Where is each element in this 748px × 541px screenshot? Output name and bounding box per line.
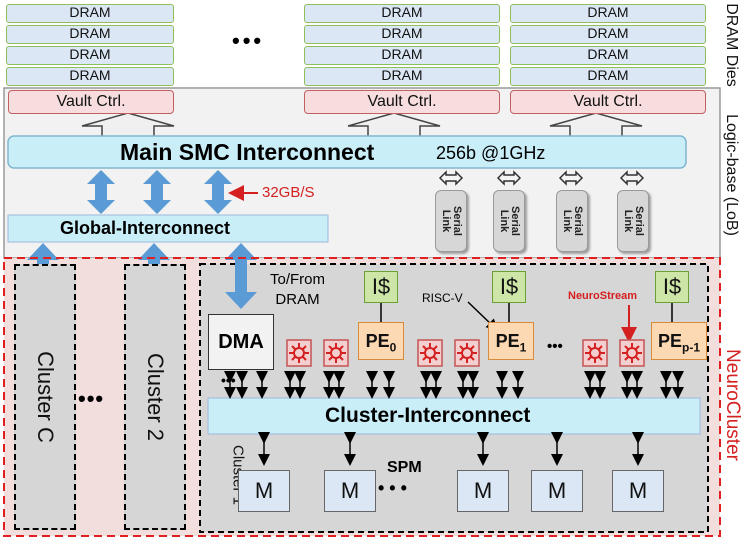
processing-element-p-1: PEp-1 [651, 322, 707, 360]
global-interconnect-label: Global-Interconnect [60, 218, 231, 238]
dram-die: DRAM [510, 46, 706, 65]
vault-controller: Vault Ctrl. [8, 90, 174, 114]
main-smc-interconnect [7, 135, 687, 169]
global-interconnect-bar [7, 214, 329, 243]
dram-die: DRAM [6, 4, 174, 23]
dram-dies-label-box: DRAM Dies [716, 0, 746, 90]
memory-bank: M [324, 470, 376, 512]
gear-icon [323, 339, 349, 367]
dram-die: DRAM [304, 4, 500, 23]
serial-link-label: Serial Link [622, 206, 645, 236]
memory-bank: M [238, 470, 290, 512]
dram-ellipsis: ••• [232, 28, 265, 53]
risc-v-label: RISC-V [422, 291, 463, 305]
cluster-2: Cluster 2 [124, 264, 186, 530]
vault-controller: Vault Ctrl. [510, 90, 706, 114]
processing-element-0: PE0 [358, 322, 404, 360]
icache-pe-links [380, 303, 673, 322]
gear-icon [582, 339, 608, 367]
instruction-cache: I$ [492, 271, 526, 303]
serial-link-label: Serial Link [498, 206, 521, 236]
gear-icon [619, 339, 645, 367]
instruction-cache: I$ [655, 271, 689, 303]
dram-die: DRAM [6, 67, 174, 86]
dma-ellipsis: ••• [221, 372, 236, 388]
dram-dies-label: DRAM Dies [723, 3, 740, 87]
dram-stack-right: DRAM DRAM DRAM DRAM [510, 4, 706, 86]
smc-global-arrows [87, 170, 232, 214]
cluster-ellipsis: ••• [78, 386, 105, 411]
dram-die: DRAM [304, 67, 500, 86]
dram-stack-left: DRAM DRAM DRAM DRAM [6, 4, 174, 86]
memory-ellipsis: • • • [378, 478, 407, 498]
instruction-cache: I$ [364, 271, 398, 303]
pe-interconnect-arrows [224, 371, 684, 399]
dram-die: DRAM [510, 67, 706, 86]
bus-spec-label: 256b @1GHz [436, 143, 546, 163]
to-from-label: To/From [270, 271, 326, 288]
dram-label: DRAM [275, 291, 320, 308]
vault-controller: Vault Ctrl. [304, 90, 500, 114]
serial-link-connectors [438, 170, 645, 186]
serial-link-label: Serial Link [561, 206, 584, 236]
serial-link: Serial Link [493, 190, 525, 252]
serial-link: Serial Link [617, 190, 649, 252]
dram-stack-middle: DRAM DRAM DRAM DRAM [304, 4, 500, 86]
spm-label: SPM [387, 459, 422, 476]
bandwidth-label: 32GB/S [262, 184, 315, 201]
main-smc-interconnect-label: Main SMC Interconnect [120, 139, 375, 165]
processing-element-1: PE1 [488, 322, 534, 360]
cluster-2-label: Cluster 2 [143, 352, 168, 442]
dram-die: DRAM [304, 25, 500, 44]
logic-base-label-box: Logic-base (LoB) [716, 100, 746, 250]
dram-die: DRAM [6, 25, 174, 44]
gear-icon [417, 339, 443, 367]
neurostream-accelerators [286, 339, 645, 367]
vault-up-arrows [81, 112, 643, 139]
memory-bank: M [531, 470, 583, 512]
to-from-dram-label: To/From DRAM [270, 270, 325, 310]
gear-icon [454, 339, 480, 367]
cluster-c-label: Cluster C [33, 351, 58, 443]
spm-arrows [258, 432, 644, 466]
pe-ellipsis: ••• [547, 338, 563, 355]
neurostream-label: NeuroStream [568, 290, 638, 302]
neurocluster-label-box: NeuroCluster [718, 300, 746, 510]
neurocluster-border [3, 257, 721, 537]
cluster-interconnect-bar [207, 397, 701, 435]
dram-die: DRAM [510, 25, 706, 44]
dram-die: DRAM [510, 4, 706, 23]
dram-die: DRAM [6, 46, 174, 65]
gear-icon [286, 339, 312, 367]
serial-link-label: Serial Link [440, 206, 463, 236]
cluster-c: Cluster C [14, 264, 76, 530]
memory-bank: M [457, 470, 509, 512]
memory-bank: M [612, 470, 664, 512]
logic-base-label: Logic-base (LoB) [723, 114, 740, 236]
serial-link: Serial Link [435, 190, 467, 252]
cluster-interconnect-label: Cluster-Interconnect [325, 404, 531, 427]
neurocluster-label: NeuroCluster [722, 349, 743, 461]
dma-block: DMA [208, 314, 274, 370]
dram-die: DRAM [304, 46, 500, 65]
serial-link: Serial Link [556, 190, 588, 252]
